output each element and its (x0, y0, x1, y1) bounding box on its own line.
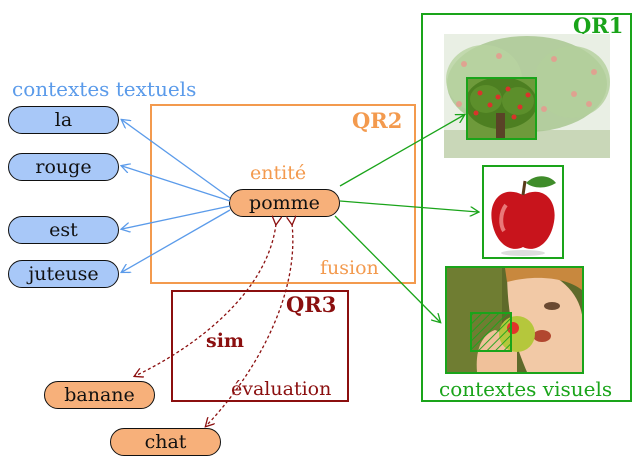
red-apple-image (482, 165, 564, 259)
compare-word-banane: banane (44, 381, 155, 409)
qr2-label: QR2 (352, 108, 403, 133)
fusion-label: fusion (320, 257, 379, 279)
sim-label: sim (206, 330, 245, 352)
textual-contexts-title: contextes textuels (12, 77, 197, 101)
text-word-est: est (8, 216, 119, 244)
apple-bite-crop-image (470, 312, 512, 352)
apple-tree-crop-image (466, 77, 537, 140)
text-word-juteuse: juteuse (8, 260, 119, 288)
text-word-la: la (8, 106, 119, 134)
entity-label: entité (250, 162, 307, 184)
qr1-label: QR1 (573, 13, 624, 38)
qr3-label: QR3 (286, 292, 337, 317)
text-word-rouge: rouge (8, 153, 119, 181)
entity-pomme: pomme (229, 189, 340, 217)
compare-word-chat: chat (110, 428, 221, 456)
evaluation-label: évaluation (231, 378, 332, 400)
boy-eating-apple-image (445, 266, 584, 374)
visual-contexts-title: contextes visuels (439, 377, 613, 401)
